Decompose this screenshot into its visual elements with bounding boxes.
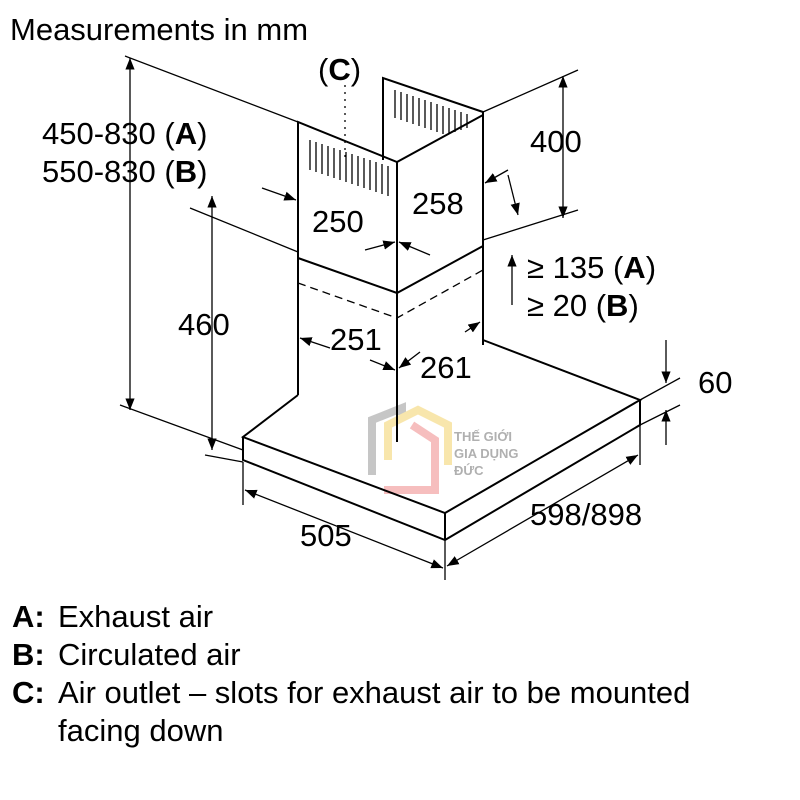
legend-key: A: (12, 599, 45, 634)
dim-chimney-height-circulated: 550-830 (B) (42, 154, 207, 189)
legend-item: C: Air outlet – slots for exhaust air to … (12, 674, 698, 750)
dim-hood-thickness: 60 (698, 365, 732, 400)
watermark-line: ĐỨC (454, 463, 484, 478)
dim-gap-exhaust: ≥ 135 (A) (527, 250, 656, 285)
legend-item: B: Circulated air (12, 636, 698, 674)
watermark-line: GIA DỤNG (454, 446, 519, 461)
dim-chimney-height-exhaust: 450-830 (A) (42, 116, 207, 151)
legend-text: Circulated air (58, 637, 241, 672)
dim-lower-depth: 261 (420, 350, 472, 385)
upper-chimney (297, 76, 484, 293)
dim-upper-height: 400 (530, 124, 582, 159)
legend: A: Exhaust air B: Circulated air C: Air out… (12, 598, 698, 750)
lower-chimney (297, 240, 484, 442)
dim-hood-width: 598/898 (530, 497, 642, 532)
watermark-text: THẾ GIỚI GIA DỤNG ĐỨC (454, 428, 519, 479)
dim-upper-depth: 258 (412, 186, 464, 221)
legend-key: C: (12, 675, 45, 710)
dimension-lines (119, 55, 681, 580)
watermark-line: THẾ GIỚI (454, 429, 513, 444)
legend-text: Exhaust air (58, 599, 214, 634)
legend-item: A: Exhaust air (12, 598, 698, 636)
watermark-logo (368, 402, 452, 494)
legend-text: Air outlet – slots for exhaust air to be… (58, 675, 691, 748)
diagram-title: Measurements in mm (10, 12, 308, 47)
air-outlet-slots (309, 90, 468, 196)
label-c: (C) (318, 52, 361, 87)
legend-key: B: (12, 637, 45, 672)
dim-gap-circulated: ≥ 20 (B) (527, 288, 639, 323)
dim-lower-width: 251 (330, 322, 382, 357)
dim-upper-width: 250 (312, 204, 364, 239)
dim-hood-depth: 505 (300, 518, 352, 553)
dim-lower-height: 460 (178, 307, 230, 342)
